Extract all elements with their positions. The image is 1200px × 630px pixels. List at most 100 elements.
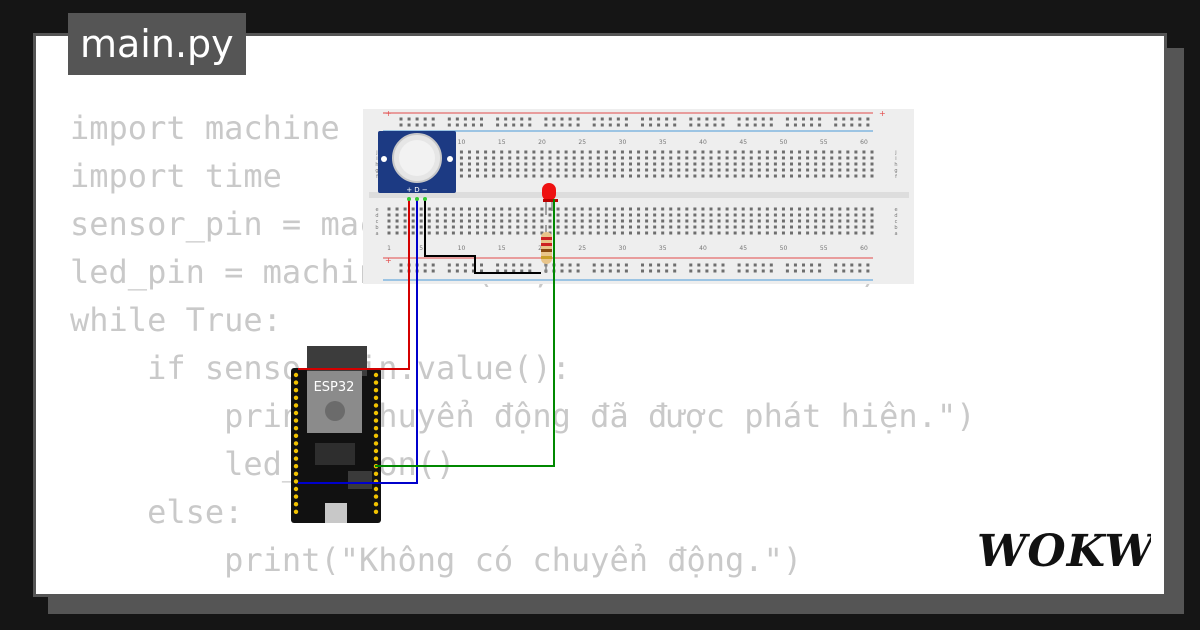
power-rail-hole <box>689 263 693 267</box>
power-rail-hole <box>624 123 628 127</box>
breadboard-hole <box>395 219 399 223</box>
breadboard-hole <box>798 225 802 229</box>
breadboard-hole <box>790 213 793 217</box>
power-rail-hole <box>455 263 459 267</box>
power-rail-hole <box>480 263 483 267</box>
breadboard-hole <box>846 174 850 178</box>
breadboard-hole <box>387 225 391 229</box>
breadboard-hole <box>757 231 761 235</box>
breadboard-hole <box>693 225 697 229</box>
breadboard-hole <box>411 207 415 211</box>
power-rail-hole <box>705 263 709 267</box>
wire-green[interactable] <box>375 199 555 467</box>
breadboard-hole <box>709 225 713 229</box>
breadboard-hole <box>580 219 584 223</box>
breadboard-hole <box>564 168 568 172</box>
breadboard-hole <box>604 231 608 235</box>
power-rail-hole <box>802 269 805 273</box>
breadboard-hole <box>459 150 463 154</box>
breadboard-row-letter: d <box>375 213 378 219</box>
breadboard-hole <box>637 150 641 154</box>
wires <box>298 197 555 484</box>
breadboard-hole <box>564 231 568 235</box>
breadboard-hole <box>677 168 681 172</box>
breadboard-hole <box>612 219 616 223</box>
power-rail-hole <box>697 263 701 267</box>
code-line: import machine <box>70 109 340 147</box>
resistor-icon[interactable] <box>541 225 552 273</box>
power-rail-hole <box>560 269 564 273</box>
breadboard-hole <box>580 162 584 166</box>
breadboard-hole <box>725 162 729 166</box>
breadboard-hole <box>524 150 528 154</box>
header-pin <box>293 456 299 461</box>
power-rail-hole <box>608 263 612 267</box>
breadboard-hole <box>419 225 423 229</box>
breadboard-hole <box>516 174 520 178</box>
breadboard-hole <box>419 219 423 223</box>
power-rail-hole <box>576 263 580 267</box>
breadboard-hole <box>677 150 681 154</box>
breadboard-hole <box>790 231 793 235</box>
breadboard-hole <box>814 213 818 217</box>
power-rail-hole <box>785 117 789 121</box>
breadboard-hole <box>669 213 673 217</box>
header-pin <box>373 426 379 431</box>
breadboard-hole <box>733 219 737 223</box>
wire-black[interactable] <box>424 198 541 274</box>
pir-sensor-icon[interactable]: + D − <box>378 131 456 194</box>
power-rail-hole <box>600 123 604 127</box>
header-pin <box>373 502 379 507</box>
breadboard-hole <box>765 225 769 229</box>
breadboard-row-letter: g <box>375 168 378 174</box>
breadboard-hole <box>395 225 399 229</box>
breadboard-hole <box>862 225 866 229</box>
breadboard-hole <box>693 174 697 178</box>
power-rail-hole <box>471 263 475 267</box>
breadboard-hole <box>524 156 528 160</box>
wire-red[interactable] <box>298 198 410 370</box>
power-rail-hole <box>480 269 483 273</box>
breadboard-hole <box>773 174 777 178</box>
wire-blue[interactable] <box>298 198 418 484</box>
breadboard-hole <box>661 219 665 223</box>
breadboard-hole <box>781 213 785 217</box>
breadboard-row-letter: b <box>375 225 378 231</box>
breadboard-hole <box>403 225 407 229</box>
breadboard-hole <box>492 231 496 235</box>
power-rail-hole <box>858 269 862 273</box>
breadboard-hole <box>620 219 624 223</box>
breadboard-hole <box>693 156 697 160</box>
power-rail-hole <box>504 123 508 127</box>
breadboard-hole <box>411 225 415 229</box>
breadboard-hole <box>661 213 665 217</box>
breadboard-hole <box>806 156 810 160</box>
breadboard-hole <box>645 231 649 235</box>
breadboard-hole <box>556 168 560 172</box>
power-rail-hole <box>810 117 814 121</box>
breadboard-hole <box>814 156 818 160</box>
power-rail-hole <box>850 123 854 127</box>
led-icon[interactable] <box>542 183 558 215</box>
power-rail-hole <box>616 117 620 121</box>
breadboard-hole <box>637 225 641 229</box>
breadboard-hole <box>798 162 802 166</box>
esp32-board-icon[interactable]: ESP32 <box>291 346 381 523</box>
breadboard-hole <box>669 162 673 166</box>
breadboard-hole <box>612 156 616 160</box>
breadboard-hole <box>484 213 488 217</box>
power-rail-hole <box>705 117 709 121</box>
breadboard-hole <box>484 162 488 166</box>
breadboard-hole <box>854 168 858 172</box>
breadboard-hole <box>411 219 415 223</box>
power-rail-hole <box>769 269 773 273</box>
breadboard-hole <box>822 219 826 223</box>
breadboard-hole <box>669 207 673 211</box>
power-rail-hole <box>713 269 717 273</box>
breadboard-hole <box>733 150 737 154</box>
breadboard-hole <box>620 231 624 235</box>
power-rail-hole <box>842 269 846 273</box>
breadboard-hole <box>403 219 407 223</box>
breadboard-column-number: 60 <box>860 245 868 252</box>
power-rail-hole <box>866 117 870 121</box>
